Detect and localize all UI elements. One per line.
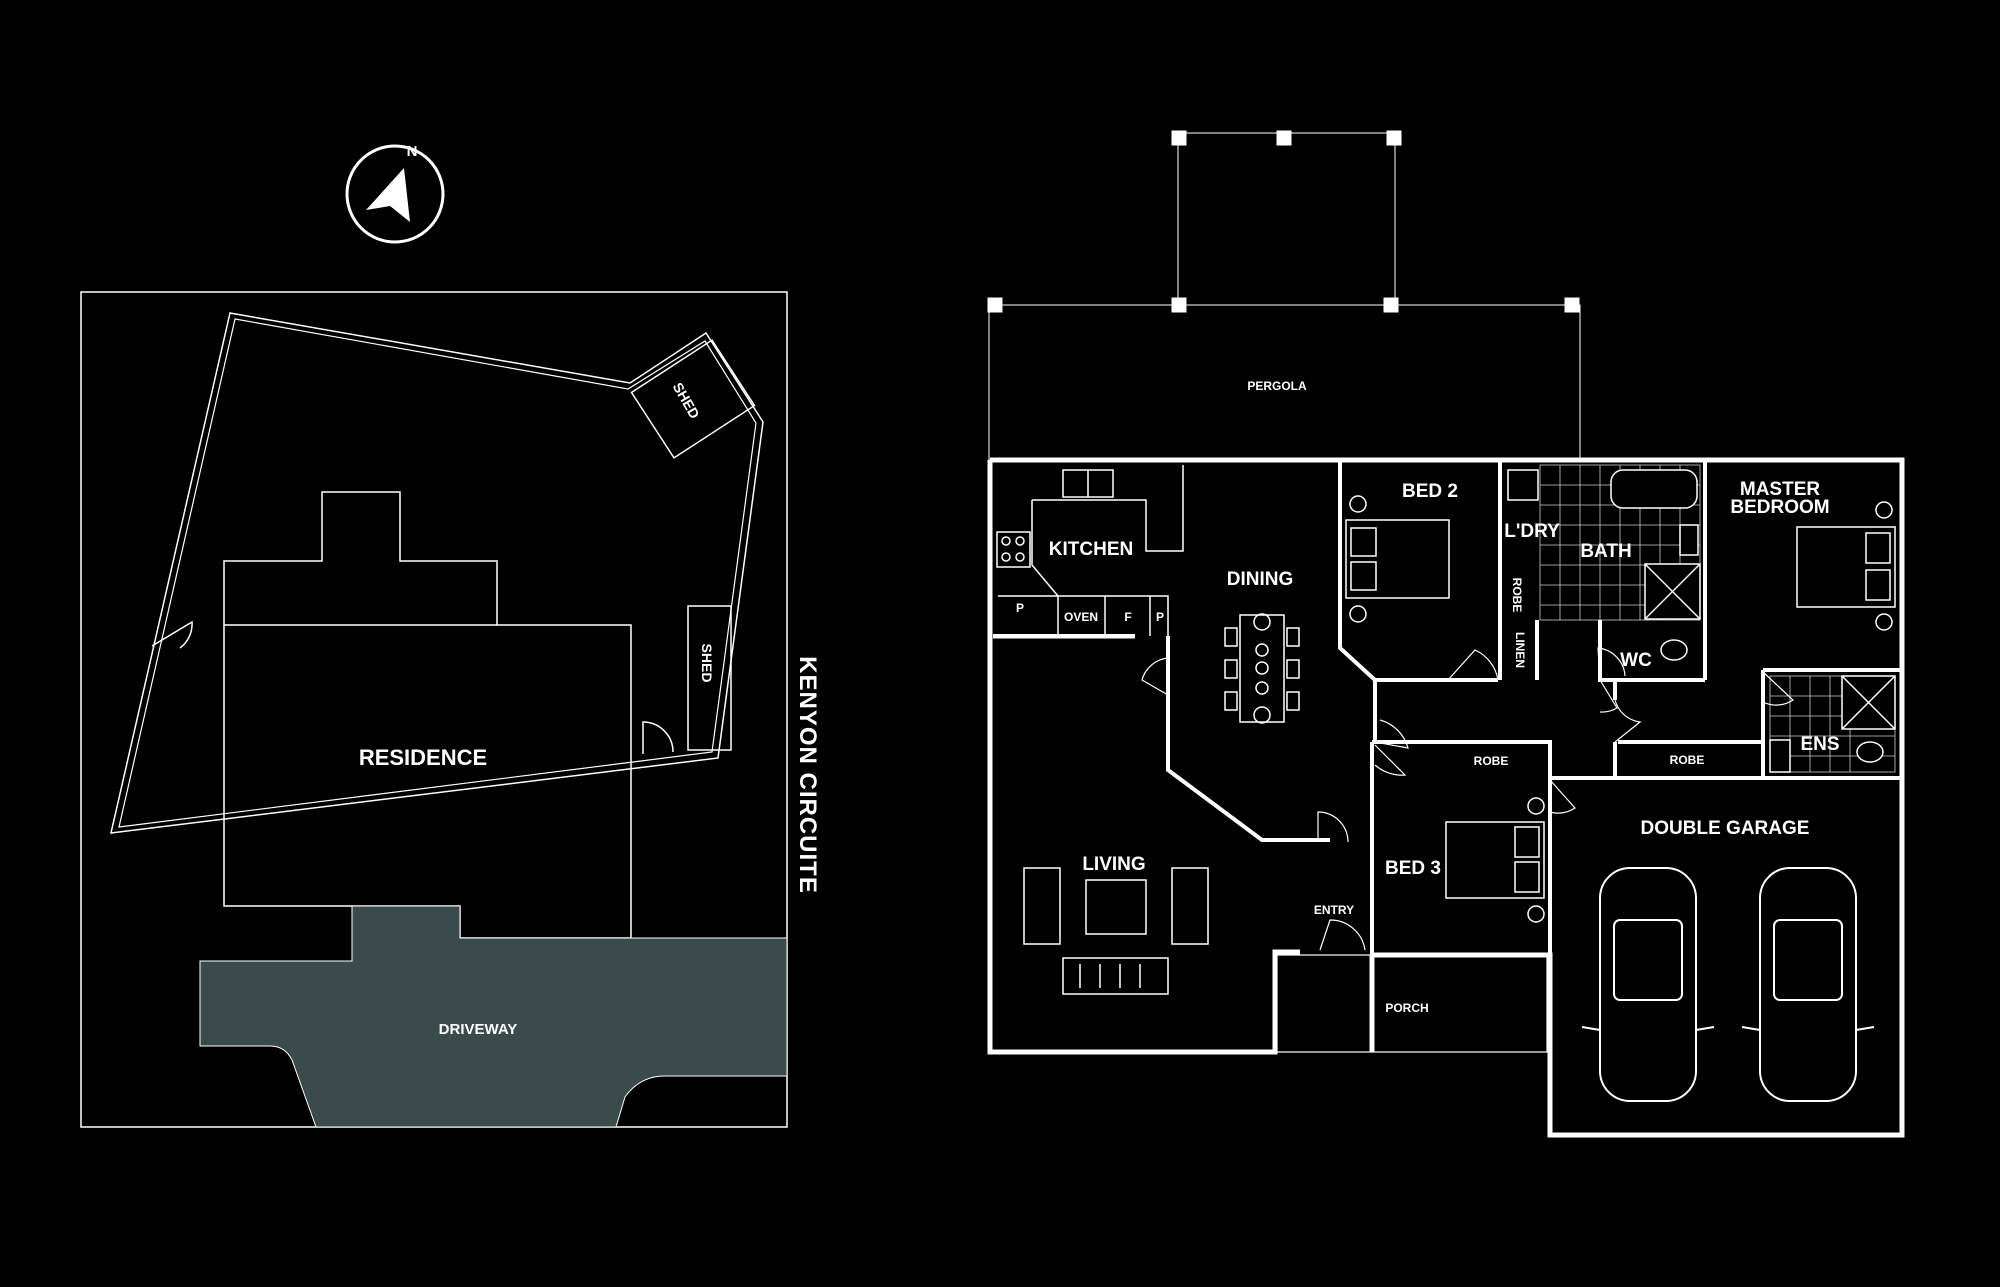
pergola xyxy=(987,130,1581,461)
street-name: KENYON CIRCUITE xyxy=(794,656,821,894)
residence-label: RESIDENCE xyxy=(359,745,487,770)
room-label-living: LIVING xyxy=(1082,854,1145,875)
room-label-garage: DOUBLE GARAGE xyxy=(1641,818,1810,839)
room-label-master-2: BEDROOM xyxy=(1730,497,1829,518)
room-label-robe-bed3: ROBE xyxy=(1474,754,1509,768)
shed-top xyxy=(630,339,756,459)
room-label-pergola: PERGOLA xyxy=(1247,379,1307,393)
room-label-dining: DINING xyxy=(1227,569,1294,590)
residence-outline xyxy=(223,491,632,939)
shed-label-side: SHED xyxy=(699,644,715,683)
lot-outline xyxy=(110,312,764,834)
shed-side xyxy=(687,605,732,751)
room-label-bed2: BED 2 xyxy=(1402,481,1458,502)
external-walls xyxy=(987,457,1905,1138)
shed-label-top: SHED xyxy=(670,380,703,422)
room-label-bed3: BED 3 xyxy=(1385,858,1441,879)
room-label-master-1: MASTER xyxy=(1740,479,1821,500)
room-label-robe-vertical: ROBE xyxy=(1510,578,1524,613)
room-label-kitchen: KITCHEN xyxy=(1049,539,1133,560)
kitchen-pantry-label: P xyxy=(1016,601,1024,615)
bed-icons xyxy=(1345,495,1896,923)
porch xyxy=(1276,954,1548,1053)
room-label-entry: ENTRY xyxy=(1314,903,1354,917)
room-label-ens: ENS xyxy=(1800,734,1839,755)
floor-plan xyxy=(987,130,1905,1138)
kitchen-benches xyxy=(996,465,1184,636)
room-label-laundry: L'DRY xyxy=(1504,521,1560,542)
room-label-porch: PORCH xyxy=(1385,1001,1428,1015)
north-label: N xyxy=(407,143,418,160)
car-icons xyxy=(1581,867,1875,1102)
driveway-label: DRIVEWAY xyxy=(439,1021,518,1038)
room-label-wc: WC xyxy=(1620,650,1652,671)
kitchen-fridge-label: F xyxy=(1124,610,1131,624)
site-plan: N xyxy=(80,143,788,1128)
living-furniture-icon xyxy=(1023,867,1209,995)
kitchen-oven-label: OVEN xyxy=(1064,610,1098,624)
driveway xyxy=(199,905,788,1128)
bath-fixtures-icon xyxy=(1507,469,1896,773)
room-label-linen: LINEN xyxy=(1513,632,1527,668)
room-label-robe-master: ROBE xyxy=(1670,753,1705,767)
internal-walls xyxy=(993,460,1900,955)
north-compass-icon: N xyxy=(345,143,445,244)
kitchen-pantry-label-2: P xyxy=(1156,610,1164,624)
room-label-bath: BATH xyxy=(1580,541,1631,562)
door-arcs xyxy=(1141,647,1794,951)
dining-table-icon xyxy=(1224,613,1300,724)
